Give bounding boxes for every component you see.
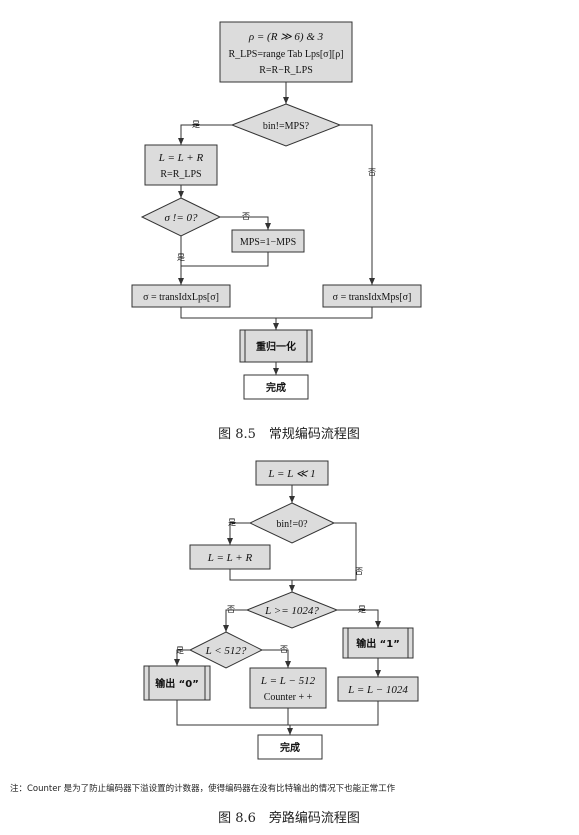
line-no-bin <box>292 522 357 581</box>
decision-ge-1024 <box>245 591 339 629</box>
note-counter: 注：Counter 是为了防止编码器下溢设置的计数器，使得编码器在没有比特输出的… <box>10 783 396 794</box>
init-box <box>219 21 353 83</box>
decision-ge-1024-label: L >= 1024? <box>264 605 319 617</box>
label-no-bin: 否 <box>355 567 363 576</box>
figure-8-5: ρ = (R ≫ 6) & 3 R_LPS=range Tab Lps[σ][ρ… <box>131 21 422 442</box>
box-sub-512-line-1: L = L − 512 <box>260 675 316 687</box>
box-trans-lps-label: σ = transIdxLps[σ] <box>143 292 219 303</box>
box-trans-mps-label: σ = transIdxMps[σ] <box>333 292 412 303</box>
box-sub-512 <box>249 667 327 709</box>
arrow-yes-1024 <box>337 609 381 628</box>
box-output-zero-label: 输出 “0” <box>155 677 199 690</box>
label-yes-2: 是 <box>177 253 185 262</box>
arrow-no-2 <box>220 216 271 230</box>
box-sub-1024-label: L = L − 1024 <box>347 684 408 696</box>
box-renormalize-label: 重归一化 <box>256 340 296 353</box>
box-shift-label: L = L ≪ 1 <box>267 468 315 480</box>
label-yes-512: 是 <box>176 646 184 655</box>
box-done-2 <box>257 734 323 760</box>
caption-fig-8-5: 图 8.5 常规编码流程图 <box>218 427 360 442</box>
arrow-yes-bin <box>227 522 250 545</box>
arrow-no-1 <box>340 124 375 285</box>
box-add-r-label: L = L + R <box>207 552 253 564</box>
label-no-2: 否 <box>242 212 250 221</box>
box-done-1-label: 完成 <box>266 381 286 394</box>
figure-8-6: L = L ≪ 1 bin!=0? 是 L = L + R 否 L >= 102… <box>10 460 419 826</box>
box-renormalize <box>239 329 313 363</box>
box-mps-flip-label: MPS=1−MPS <box>240 237 296 248</box>
init-line-1: ρ = (R ≫ 6) & 3 <box>248 31 324 43</box>
decision-lt-512 <box>188 631 264 669</box>
label-no-1024: 否 <box>227 605 235 614</box>
arrow-yes-512 <box>174 649 190 666</box>
box-output-one <box>342 627 414 659</box>
box-l-plus-r-line-2: R=R_LPS <box>160 169 201 180</box>
box-l-plus-r <box>144 144 218 186</box>
decision-sigma-label: σ != 0? <box>164 212 198 224</box>
decision-bin-zero-label: bin!=0? <box>276 519 308 530</box>
line-mps-join <box>181 252 269 267</box>
box-output-zero <box>143 665 211 701</box>
decision-bin-mps <box>230 103 342 147</box>
line-add-merge <box>229 569 292 581</box>
box-done-1 <box>243 374 309 400</box>
init-line-2: R_LPS=range Tab Lps[σ][ρ] <box>228 49 343 60</box>
box-shift <box>255 460 329 486</box>
arrow-yes-1 <box>178 124 232 145</box>
box-add-r <box>189 544 271 570</box>
decision-bin-zero <box>248 502 336 544</box>
arrow-no-1024 <box>223 609 247 632</box>
decision-lt-512-label: L < 512? <box>205 645 247 657</box>
line-merge-1 <box>180 307 373 319</box>
box-l-plus-r-line-1: L = L + R <box>158 152 204 164</box>
label-yes-1: 是 <box>192 120 200 129</box>
box-output-one-label: 输出 “1” <box>356 637 400 650</box>
box-done-2-label: 完成 <box>280 741 300 754</box>
label-no-1: 否 <box>368 168 376 177</box>
box-sub-1024 <box>337 676 419 702</box>
box-sub-512-line-2: Counter + + <box>264 692 313 703</box>
label-yes-1024: 是 <box>358 605 366 614</box>
label-yes-bin: 是 <box>228 518 236 527</box>
decision-bin-mps-label: bin!=MPS? <box>263 121 310 132</box>
init-line-3: R=R−R_LPS <box>259 65 313 76</box>
label-no-512: 否 <box>280 645 288 654</box>
caption-fig-8-6: 图 8.6 旁路编码流程图 <box>218 810 360 826</box>
arrow-no-512 <box>262 649 291 668</box>
line-merge-2 <box>176 700 379 726</box>
